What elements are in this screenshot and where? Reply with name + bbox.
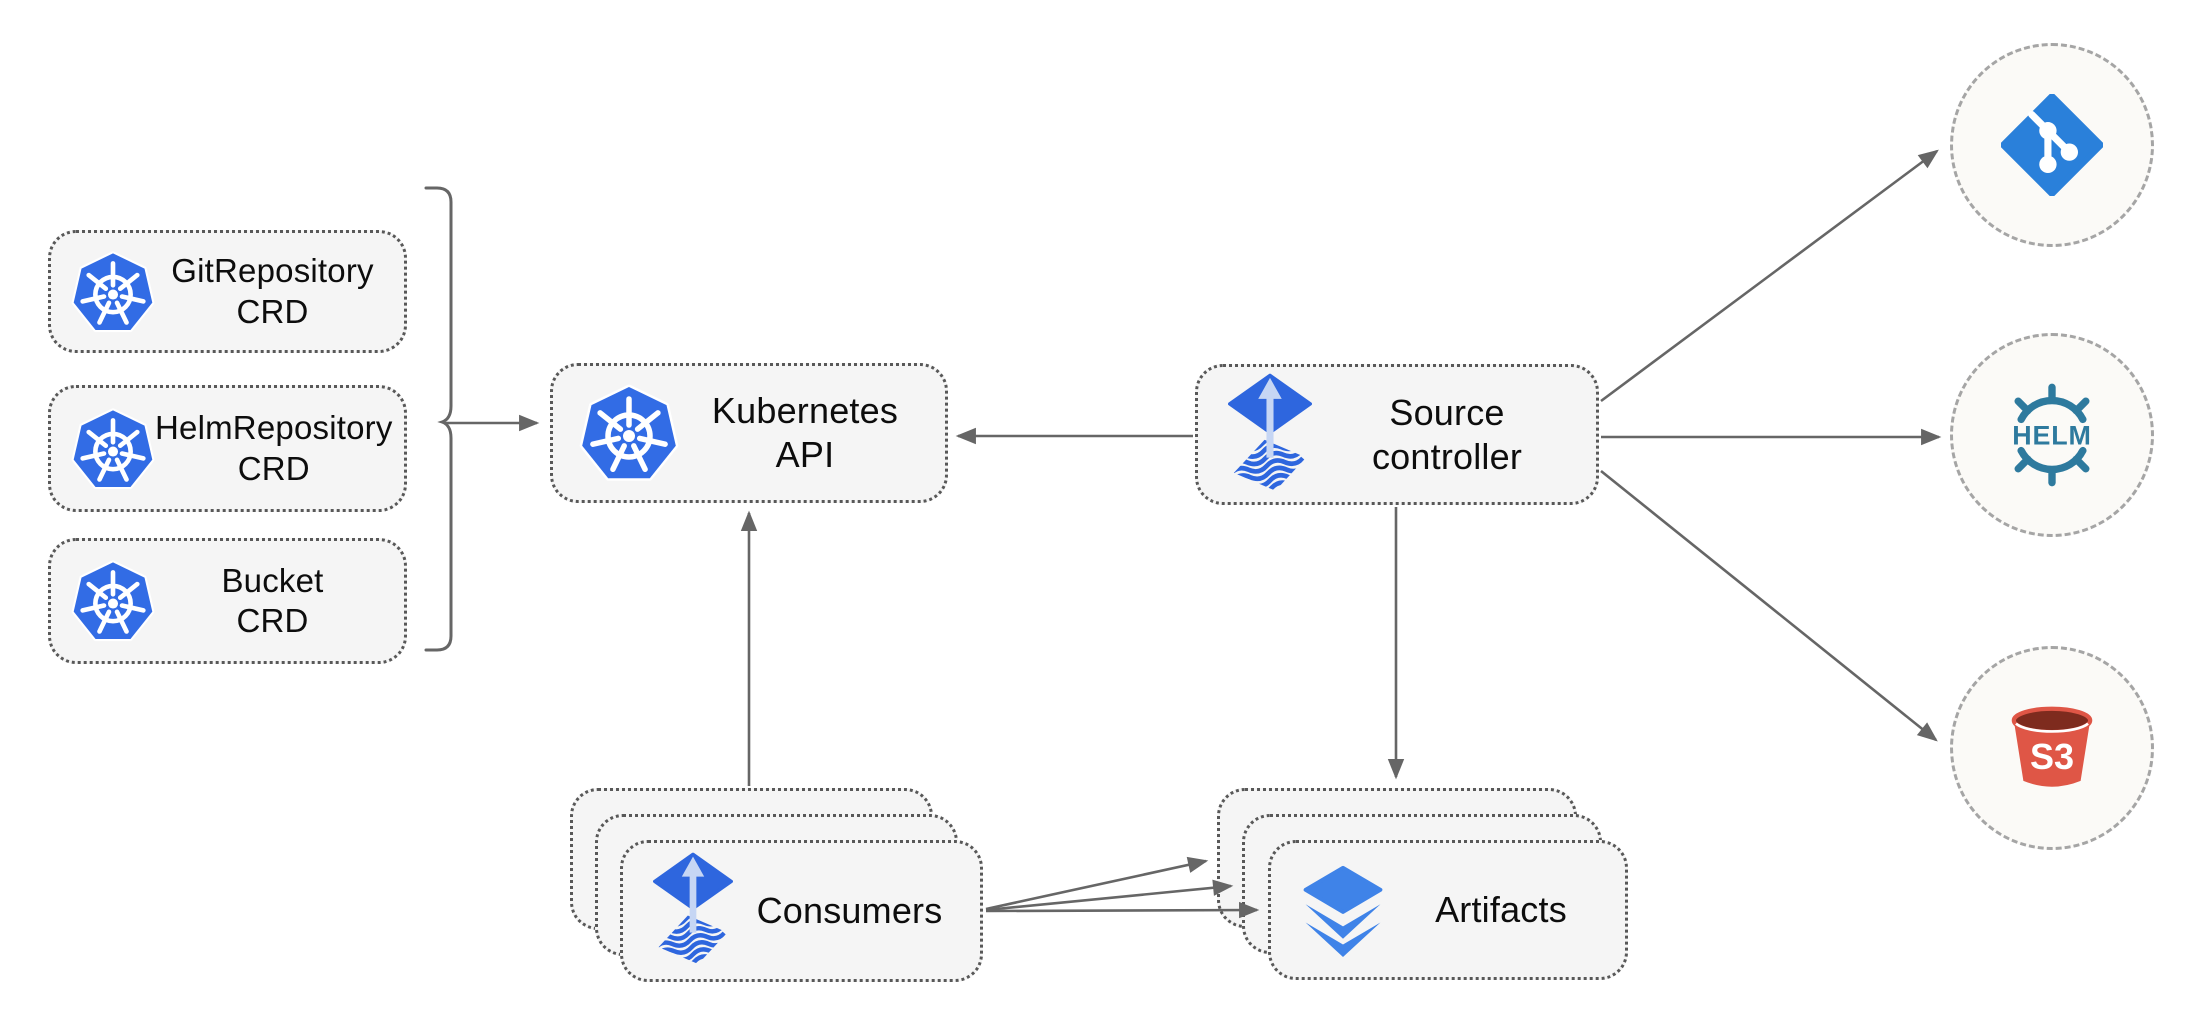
helmrepository-crd-label: HelmRepository CRD — [155, 408, 407, 489]
s3-bucket-icon: S3 — [1999, 695, 2105, 801]
s3-source-node: S3 — [1950, 646, 2154, 850]
label-line: Bucket — [221, 561, 324, 599]
arrow-source-controller-to-s3 — [1600, 469, 1938, 742]
bucket-crd-node: Bucket CRD — [48, 538, 407, 664]
flux-icon — [1228, 372, 1312, 498]
label-line: GitRepository — [171, 252, 374, 290]
gitrepository-crd-node: GitRepository CRD — [48, 230, 407, 353]
crd-group-bracket — [424, 186, 453, 652]
source-controller-node: Source controller — [1195, 364, 1599, 505]
arrow-consumers-to-artifacts-front — [985, 901, 1260, 919]
source-controller-label: Source controller — [1312, 391, 1596, 479]
bucket-crd-label: Bucket CRD — [155, 561, 404, 642]
helm-wheel-icon: HELM — [2000, 383, 2104, 487]
label-line: controller — [1371, 435, 1523, 477]
label-line: HelmRepository — [155, 409, 393, 447]
kubernetes-icon — [71, 559, 155, 643]
label-line: CRD — [236, 602, 309, 639]
s3-logo-text: S3 — [2030, 736, 2074, 777]
label-line: CRD — [236, 292, 309, 330]
git-source-node — [1950, 43, 2154, 247]
kubernetes-api-label: Kubernetes API — [711, 390, 899, 475]
helm-source-node: HELM — [1950, 333, 2154, 537]
kubernetes-icon — [71, 250, 155, 334]
gitrepository-crd-label: GitRepository CRD — [155, 251, 404, 332]
layers-icon — [1295, 862, 1391, 958]
arrow-consumers-to-artifacts-middle — [985, 879, 1234, 912]
arrow-source-controller-to-git — [1600, 149, 1939, 403]
kubernetes-icon — [579, 383, 679, 483]
kubernetes-api-node: Kubernetes API — [550, 363, 948, 503]
helmrepository-crd-node: HelmRepository CRD — [48, 385, 407, 512]
artifacts-label: Artifacts — [1435, 889, 1567, 931]
helm-logo-text: HELM — [2012, 421, 2092, 451]
kubernetes-icon — [71, 407, 155, 491]
flux-icon — [653, 851, 733, 971]
label-line: Source — [1389, 391, 1505, 433]
label-line: CRD — [237, 449, 310, 487]
arrow-consumers-to-artifacts-back — [985, 856, 1209, 911]
git-icon — [2001, 94, 2103, 196]
artifacts-node: Artifacts — [1268, 840, 1628, 980]
consumers-node: Consumers — [620, 840, 983, 982]
consumers-label: Consumers — [756, 890, 943, 932]
